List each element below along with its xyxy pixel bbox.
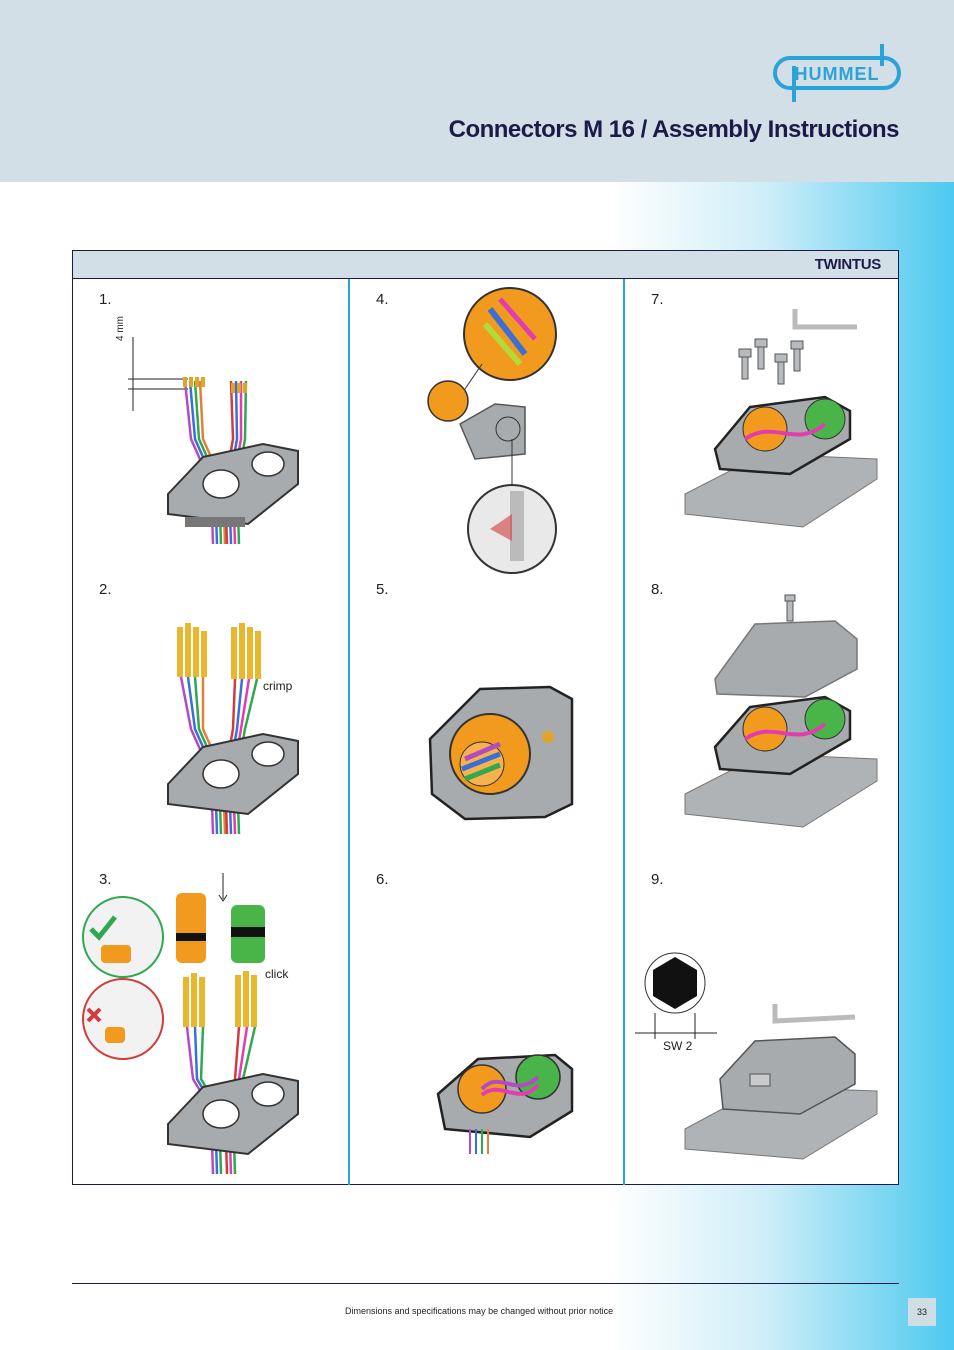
instruction-frame: TWINTUS 1.: [72, 250, 899, 1185]
click-label: click: [265, 967, 289, 981]
step-6-illustration: [436, 1053, 574, 1154]
column-3: 7. 8.: [623, 279, 900, 1185]
step-8-illustration: [684, 594, 878, 828]
strip-length-label: 4 mm: [115, 316, 126, 341]
crimp-label: crimp: [263, 679, 293, 693]
step-9: 9. SW 2: [625, 859, 900, 1160]
step-1: 1.: [73, 279, 348, 569]
section-header: TWINTUS: [73, 251, 898, 279]
page-title: Connectors M 16 / Assembly Instructions: [448, 116, 900, 143]
step-5: 5.: [350, 569, 625, 859]
hummel-logo: HUMMEL: [773, 44, 901, 102]
step-number: 4.: [376, 291, 389, 308]
svg-text:HUMMEL: HUMMEL: [795, 64, 880, 84]
step-2-illustration: [167, 623, 299, 835]
step-7-illustration: [684, 309, 878, 528]
step-9-illustration: [635, 952, 878, 1160]
step-6: 6.: [350, 859, 625, 1154]
step-3-illustration: [82, 873, 299, 1175]
wrench-size-label: SW 2: [661, 1039, 695, 1053]
step-5-illustration: [428, 685, 574, 821]
step-number: 6.: [376, 871, 389, 888]
step-number: 3.: [99, 871, 112, 888]
step-number: 2.: [99, 581, 112, 598]
step-number: 1.: [99, 291, 112, 308]
step-number: 5.: [376, 581, 389, 598]
step-number: 9.: [651, 871, 664, 888]
step-number: 8.: [651, 581, 664, 598]
step-4: 4.: [350, 279, 625, 574]
step-1-illustration: [128, 337, 299, 545]
step-number: 7.: [651, 291, 664, 308]
hex-key-icon: [653, 957, 697, 1009]
step-4-illustration: [427, 287, 557, 574]
step-7: 7.: [625, 279, 900, 569]
step-8: 8.: [625, 569, 900, 859]
footer-note: Dimensions and specifications may be cha…: [345, 1306, 614, 1316]
section-title: TWINTUS: [814, 256, 882, 273]
column-2: 4. 5.: [348, 279, 625, 1185]
step-3: 3.: [73, 859, 348, 1175]
footer-rule: [72, 1283, 899, 1284]
step-2: 2.: [73, 569, 348, 859]
column-1: 1.: [73, 279, 348, 1185]
page-number: 33: [908, 1298, 936, 1326]
